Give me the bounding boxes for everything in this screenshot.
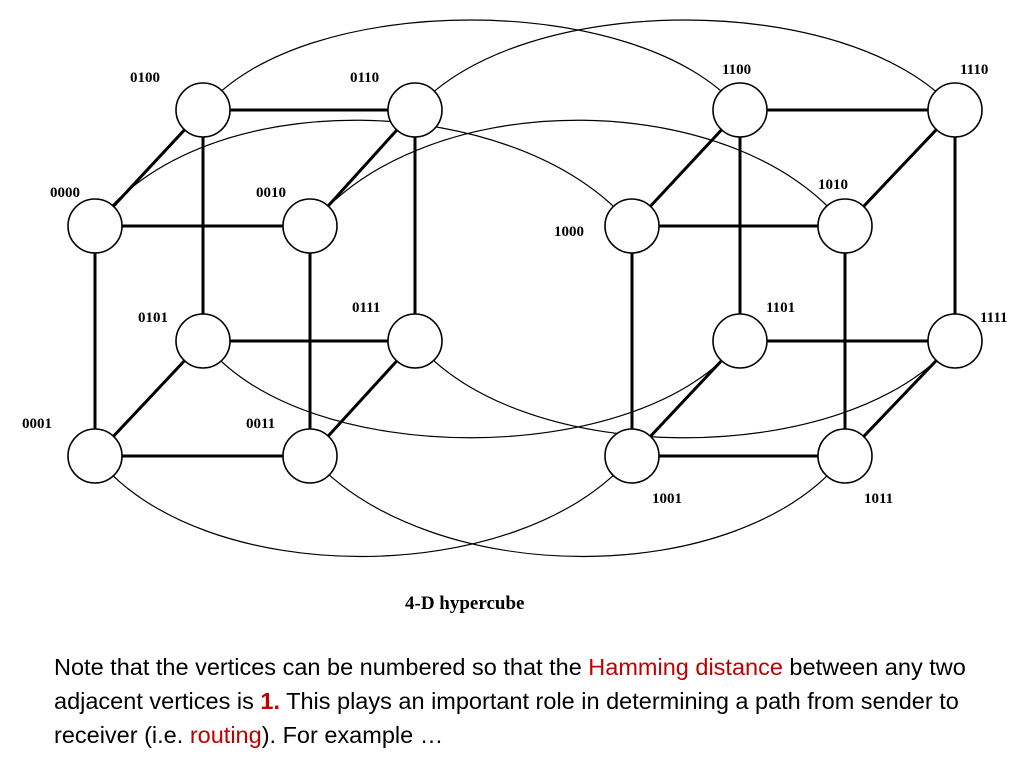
vertex-label: 0000 [50, 185, 80, 201]
vertex-1001: 1001 [604, 428, 682, 507]
vertex-label: 1110 [960, 62, 988, 78]
vertex-0101: 0101 [138, 310, 231, 369]
vertex-0011: 0011 [246, 416, 338, 484]
vertex-label: 0110 [350, 70, 379, 86]
vertex-1110: 1110 [927, 62, 988, 138]
arc-0010-1010 [309, 119, 846, 227]
vertex-0010: 0010 [256, 185, 338, 254]
vertex-label: 1101 [766, 300, 795, 316]
vertex-label: 0001 [22, 416, 52, 432]
vertex-label: 1000 [554, 224, 584, 240]
hamming-distance-term: Hamming distance [588, 654, 783, 680]
explanation-text: Note that the vertices can be numbered s… [54, 650, 994, 752]
vertex-0110: 0110 [350, 70, 443, 138]
hypercube-diagram: 0100 0110 0000 0010 0101 0111 0001 0011 … [22, 19, 1008, 614]
vertex-0111: 0111 [352, 300, 443, 369]
vertex-label: 1111 [980, 310, 1008, 326]
vertex-1101: 1101 [712, 300, 795, 369]
vertex-1010: 1010 [817, 177, 873, 254]
vertex-1100: 1100 [712, 62, 768, 138]
arc-0101-1101 [202, 340, 741, 439]
distance-value: 1. [260, 688, 280, 714]
vertex-1000: 1000 [554, 198, 660, 254]
arc-0001-1001 [94, 455, 633, 558]
routing-term: routing [189, 722, 262, 748]
vertex-0100: 0100 [130, 70, 231, 138]
note-part-1: Note that the vertices can be numbered s… [54, 654, 589, 680]
arc-0111-1111 [414, 340, 956, 439]
note-part-4: ). For example … [261, 722, 444, 748]
vertex-1011: 1011 [817, 428, 893, 507]
right-cube-edges [630, 108, 957, 458]
left-cube-edges [93, 108, 417, 458]
diagram-caption: 4-D hypercube [405, 593, 524, 614]
arc-0100-1100 [202, 19, 741, 111]
vertex-label: 0011 [246, 416, 275, 432]
vertex-label: 1010 [818, 177, 848, 193]
note-part-2: between any two adjacent vertices is [54, 654, 966, 714]
arc-0000-1000 [94, 119, 633, 227]
vertex-0000: 0000 [50, 185, 123, 254]
note-part-3: This plays an important role in determin… [54, 688, 959, 748]
vertex-label: 1011 [864, 491, 893, 507]
vertex-label: 0100 [130, 70, 160, 86]
vertex-label: 1001 [652, 491, 682, 507]
cross-cube-arcs [94, 19, 956, 558]
vertex-0001: 0001 [22, 416, 123, 484]
vertex-1111: 1111 [927, 310, 1008, 369]
vertex-label: 1100 [722, 62, 751, 78]
arc-0011-1011 [309, 455, 846, 558]
vertex-label: 0111 [352, 300, 380, 316]
vertex-label: 0010 [256, 185, 286, 201]
vertex-label: 0101 [138, 310, 168, 326]
arc-0110-1110 [414, 19, 956, 111]
